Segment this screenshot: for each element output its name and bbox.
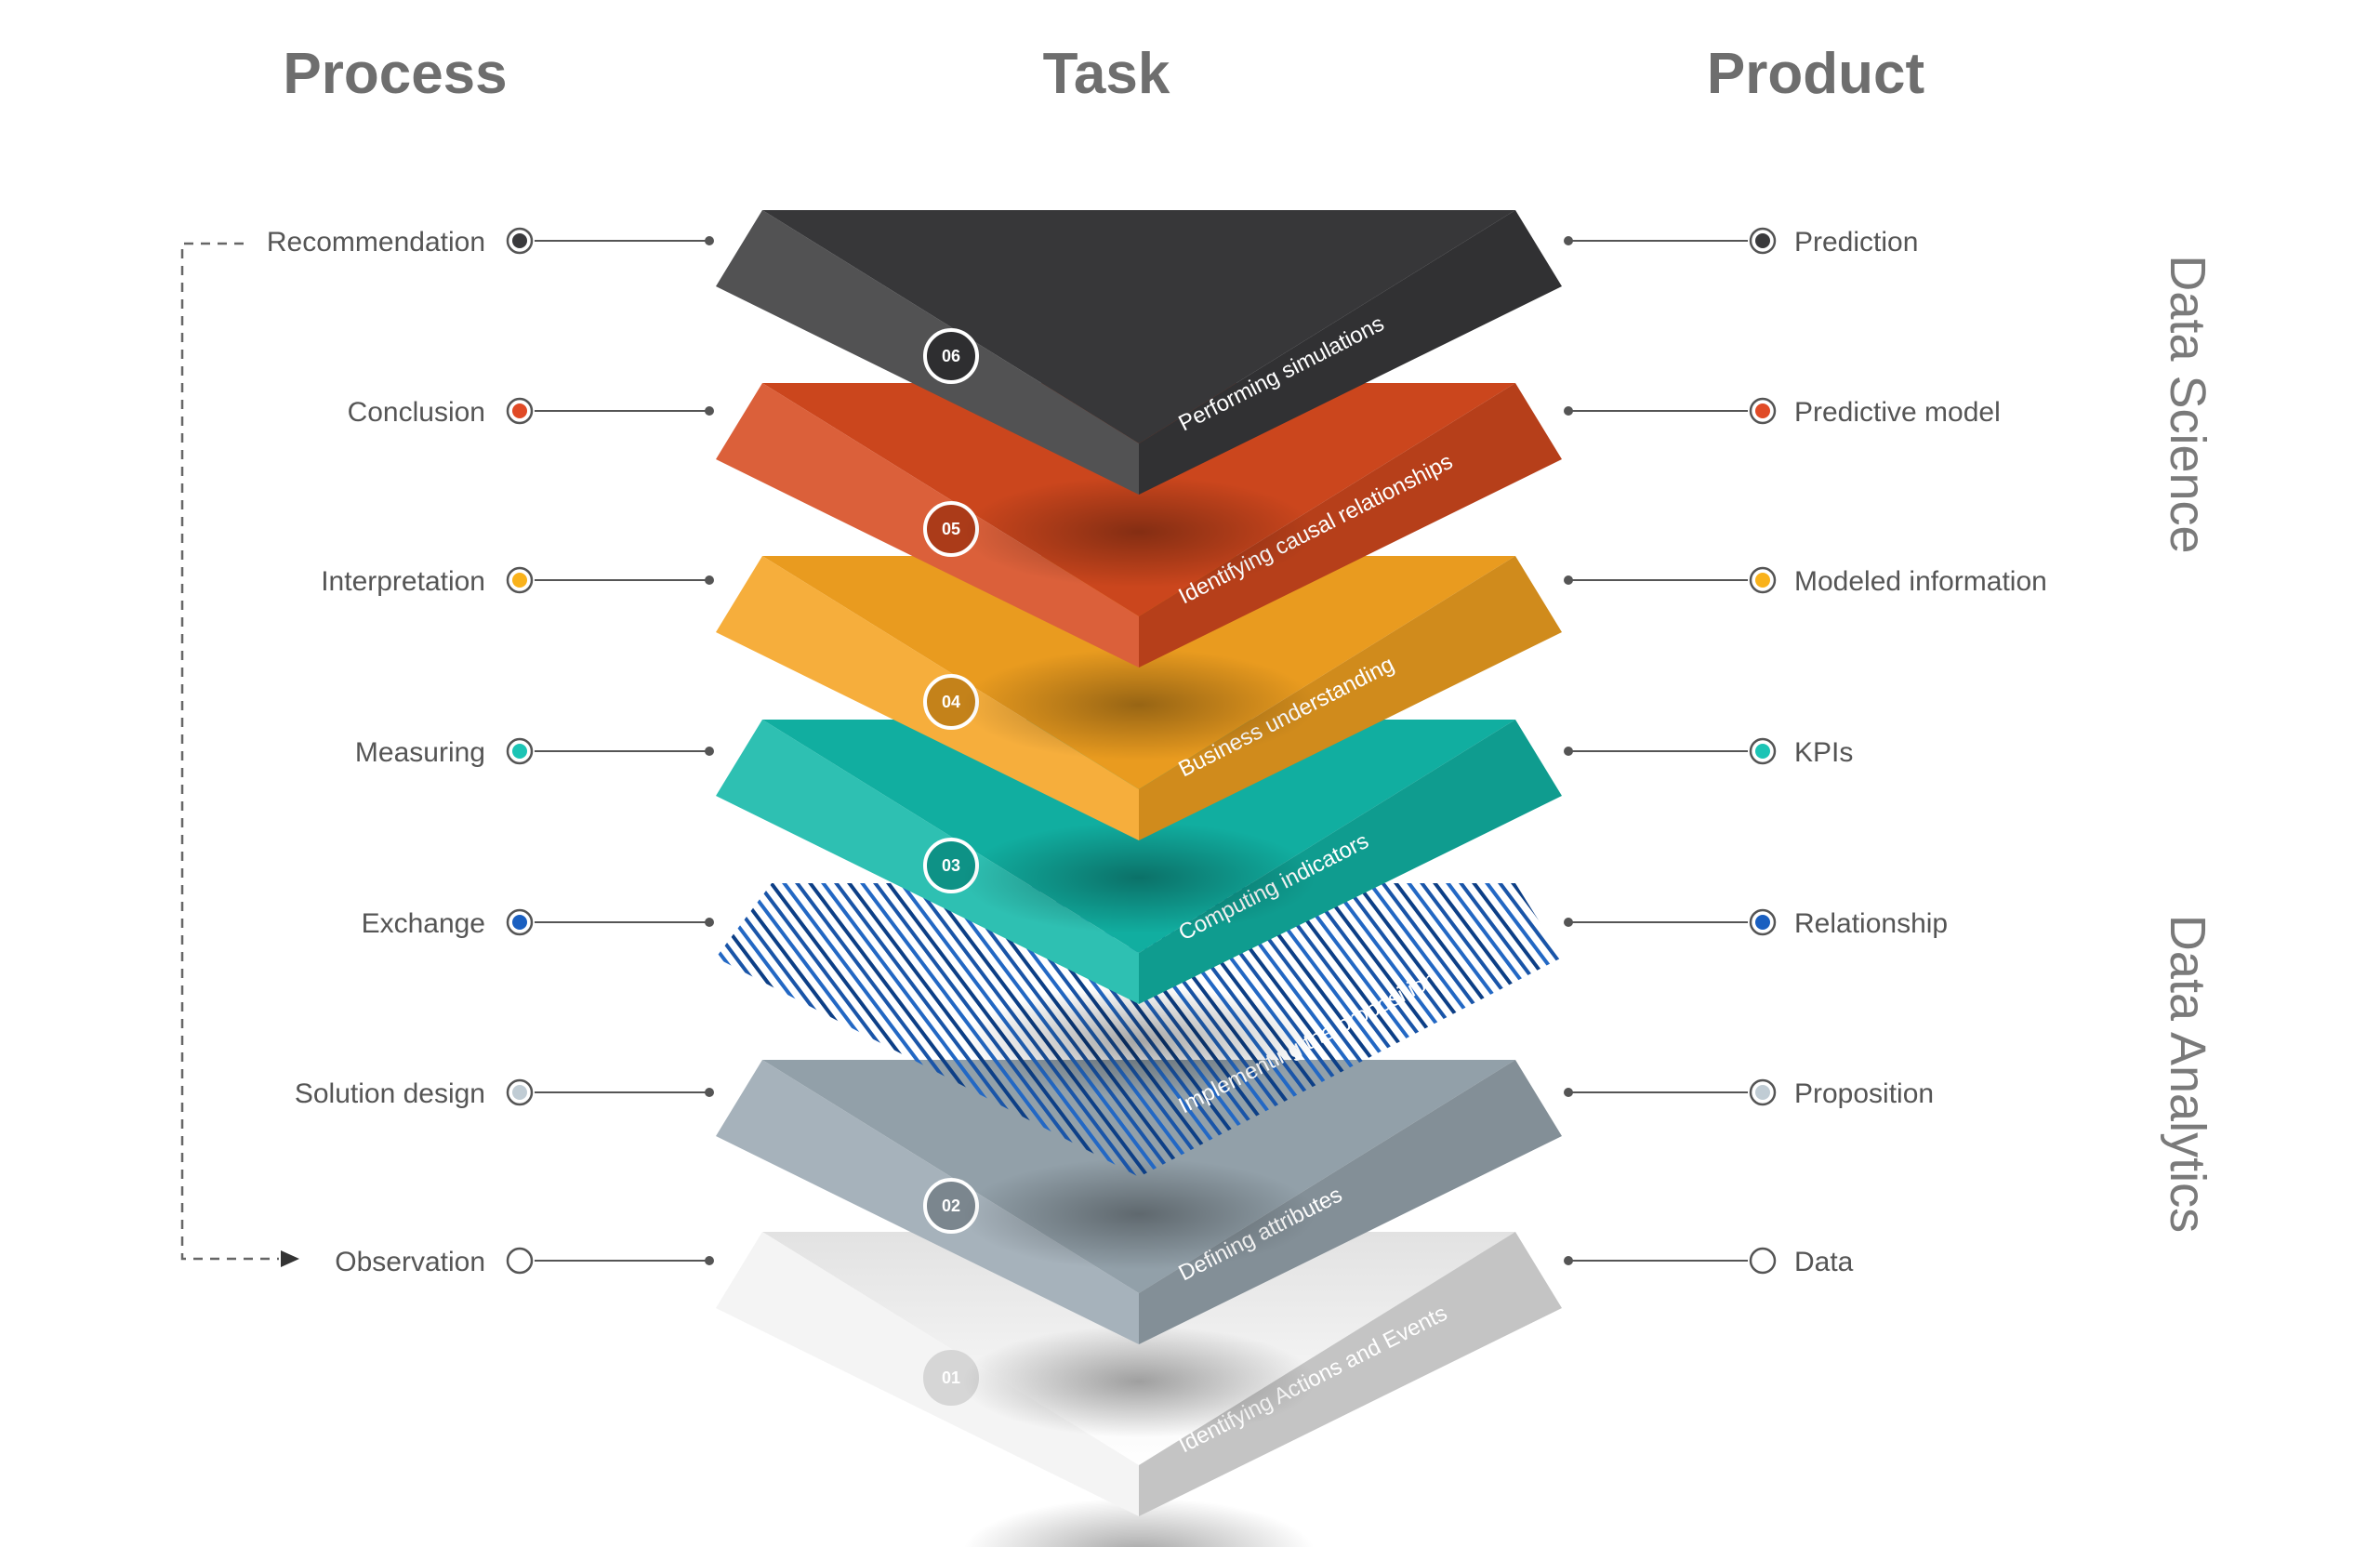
product-marker-dot [1755, 1253, 1770, 1268]
process-header: Process [283, 42, 507, 106]
connector-end-dot [1564, 918, 1573, 927]
product-marker-dot [1755, 573, 1770, 588]
product-label: KPIs [1794, 737, 1853, 768]
layer-shadow [962, 985, 1316, 1097]
product-marker-dot [1755, 403, 1770, 418]
layers-group: Identifying Actions and Events01Defining… [267, 210, 2047, 1547]
process-marker-dot [512, 573, 527, 588]
data-analytics-label: Data Analytics [2160, 915, 2215, 1233]
layer-number: 03 [942, 856, 960, 875]
product-label: Relationship [1794, 908, 1948, 939]
layer-right-face [1139, 720, 1562, 1004]
layer-shadow [962, 1158, 1316, 1270]
layer-number-badge [923, 328, 979, 384]
layer-number: 04 [942, 693, 960, 711]
process-label: Solution design [295, 1078, 485, 1109]
product-marker-dot [1755, 744, 1770, 759]
connector-end-dot [1564, 406, 1573, 416]
process-marker-dot [512, 233, 527, 248]
connector-end-dot [705, 575, 714, 585]
connector-end-dot [1564, 747, 1573, 756]
layer-right-face [1139, 210, 1562, 495]
connector-end-dot [1564, 1256, 1573, 1265]
product-label: Data [1794, 1247, 1854, 1277]
product-label: Prediction [1794, 227, 1918, 258]
connector-end-dot [705, 406, 714, 416]
data-science-label: Data Science [2160, 255, 2215, 553]
layer-shadow [962, 1326, 1316, 1437]
product-label: Modeled information [1794, 566, 2047, 597]
process-marker-dot [512, 1253, 527, 1268]
product-marker-dot [1755, 915, 1770, 930]
process-marker-dot [512, 403, 527, 418]
layer-right-face [1139, 1060, 1562, 1344]
connector-end-dot [705, 236, 714, 245]
task-header: Task [1043, 42, 1170, 106]
product-marker-dot [1755, 233, 1770, 248]
product-header: Product [1707, 42, 1924, 106]
connector-end-dot [1564, 236, 1573, 245]
connector-end-dot [705, 918, 714, 927]
process-marker-dot [512, 1085, 527, 1100]
process-label: Recommendation [267, 227, 485, 258]
process-label: Measuring [355, 737, 485, 768]
layer-number: 01 [942, 1368, 960, 1387]
layer-number: 06 [942, 347, 960, 365]
connector-end-dot [1564, 575, 1573, 585]
process-label: Observation [335, 1247, 485, 1277]
layer-number: 05 [942, 520, 960, 538]
layer-shadow [962, 476, 1316, 588]
connector-end-dot [705, 1088, 714, 1097]
product-marker-dot [1755, 1085, 1770, 1100]
layer-shadow [963, 1498, 1315, 1547]
layer-right-face [1139, 556, 1562, 840]
layer-shadow [962, 822, 1316, 933]
layer-right-face [1139, 1232, 1562, 1516]
layer-top-face [762, 210, 1515, 443]
process-marker-dot [512, 915, 527, 930]
product-label: Predictive model [1794, 397, 2001, 428]
layer-shadow [962, 649, 1316, 760]
layer-right-face [1139, 383, 1562, 668]
process-marker-dot [512, 744, 527, 759]
connector-end-dot [705, 747, 714, 756]
layer-number: 02 [942, 1197, 960, 1215]
process-label: Conclusion [348, 397, 485, 428]
process-label: Exchange [362, 908, 485, 939]
feedback-arrowhead-icon [281, 1250, 299, 1267]
connector-end-dot [705, 1256, 714, 1265]
product-label: Proposition [1794, 1078, 1934, 1109]
connector-end-dot [1564, 1088, 1573, 1097]
feedback-loop-line [180, 242, 279, 1261]
process-label: Interpretation [321, 566, 485, 597]
